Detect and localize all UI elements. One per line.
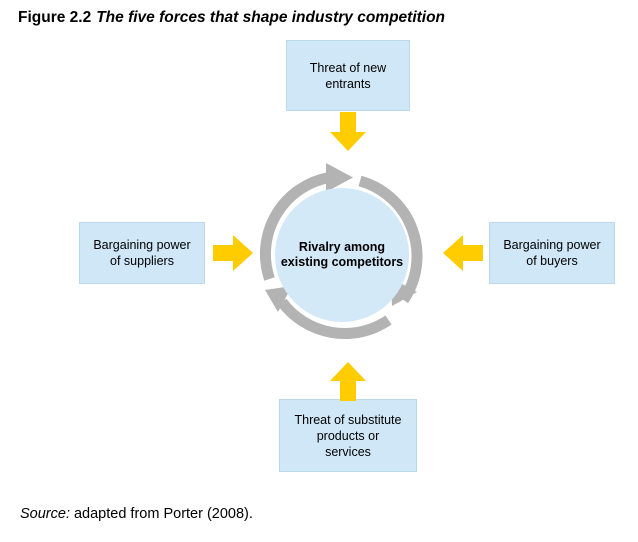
figure-caption: The five forces that shape industry comp…	[96, 9, 446, 26]
force-box-bargaining-power-of-buyers: Bargaining power of buyers	[489, 222, 615, 284]
force-box-threat-of-new-entrants: Threat of new entrants	[286, 40, 410, 111]
center-circle-rivalry: Rivalry among existing competitors	[275, 188, 409, 322]
center-line-2: existing	[280, 255, 329, 269]
arrow-shaft	[340, 379, 356, 401]
force-line-1: Threat of substitute	[294, 412, 402, 427]
arrow-down-icon	[330, 112, 366, 151]
force-line-1: Bargaining power	[93, 238, 191, 252]
source-text: adapted from Porter (2008).	[73, 506, 253, 522]
arrow-head	[233, 235, 253, 271]
arrow-shaft	[461, 245, 483, 261]
arrow-head	[330, 132, 366, 151]
arrow-head	[443, 235, 463, 271]
arrow-right-icon	[213, 235, 253, 271]
arrow-shaft	[340, 112, 356, 134]
force-box-threat-of-substitute-products-or-services: Threat of substitute products or service…	[279, 399, 417, 472]
figure-number: Figure 2.2	[18, 9, 92, 26]
arrow-head	[330, 362, 366, 381]
center-circle-text: Rivalry among existing competitors	[275, 240, 409, 270]
force-line-2: of suppliers	[110, 254, 174, 268]
force-line-2: entrants	[325, 76, 371, 91]
force-line-2: of buyers	[526, 254, 578, 268]
center-line-1: Rivalry among	[298, 240, 386, 254]
force-line-3: services	[325, 444, 371, 459]
arrow-left-icon	[443, 235, 483, 271]
cycle-arc-top	[259, 163, 353, 281]
force-line-1: Bargaining power	[503, 238, 601, 252]
force-box-text: Threat of substitute products or service…	[294, 412, 401, 460]
force-box-bargaining-power-of-suppliers: Bargaining power of suppliers	[79, 222, 205, 284]
force-box-text: Bargaining power of suppliers	[93, 237, 190, 269]
force-box-text: Bargaining power of buyers	[503, 237, 600, 269]
force-box-text: Threat of new entrants	[310, 60, 386, 92]
arrow-shaft	[213, 245, 235, 261]
center-line-3: competitors	[331, 255, 404, 269]
force-line-1: Threat of new	[309, 60, 387, 75]
source-note: Source:adapted from Porter (2008).	[20, 505, 253, 524]
rivalry-cycle: Rivalry among existing competitors	[247, 160, 437, 350]
arrow-up-icon	[330, 362, 366, 401]
force-line-2: products or	[316, 428, 380, 443]
source-label: Source:	[20, 506, 70, 522]
cycle-arc-bottom	[265, 286, 392, 339]
